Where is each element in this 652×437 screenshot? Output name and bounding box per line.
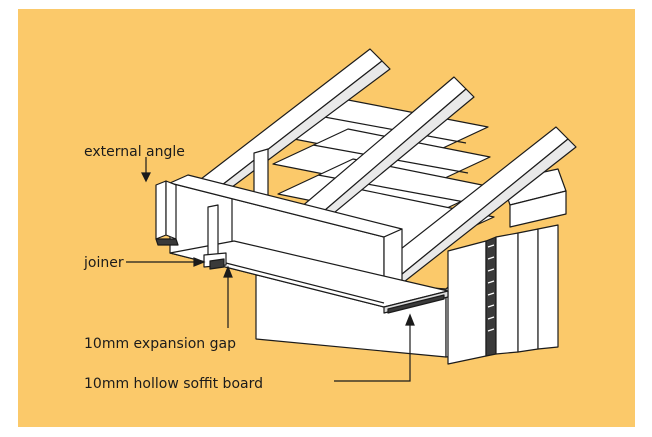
diagram-panel: external angle joiner 10mm expansion gap…: [18, 9, 635, 427]
external-angle-trim: [155, 180, 179, 246]
soffit-board: [169, 240, 449, 314]
joiner-piece: [203, 204, 227, 270]
cavity-wall: [447, 224, 559, 365]
expansion-gap-label: 10mm expansion gap: [84, 336, 236, 352]
external-angle-label: external angle: [84, 144, 185, 160]
joiner-label: joiner: [84, 255, 124, 271]
external-angle-arrowhead: [141, 172, 151, 183]
joiner-arrowhead: [193, 257, 206, 267]
expansion-gap-arrowhead: [223, 265, 233, 278]
rafters: [187, 48, 577, 286]
soffit-board-label: 10mm hollow soffit board: [84, 376, 263, 392]
soffit-board-arrowhead: [405, 313, 415, 326]
soffit-board-leader: [334, 323, 411, 382]
roof-eaves-illustration: [126, 48, 577, 382]
